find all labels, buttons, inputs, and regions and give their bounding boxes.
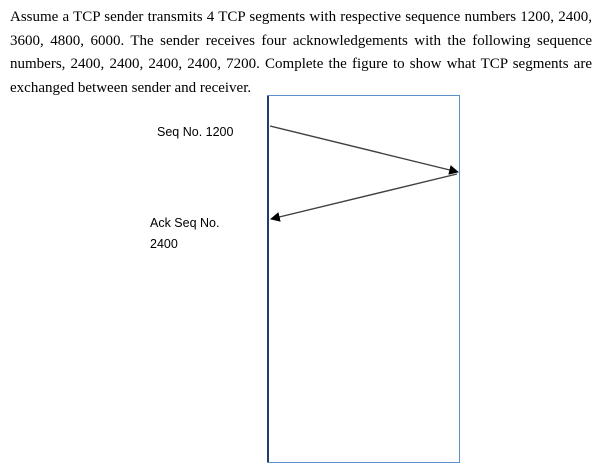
question-text: Assume a TCP sender transmits 4 TCP segm… — [10, 9, 592, 96]
ack-label-line1: Ack Seq No. — [150, 216, 219, 230]
ack-arrow — [270, 173, 458, 222]
segment-arrow — [269, 125, 459, 175]
timeline-box — [267, 95, 460, 463]
segment-label: Seq No. 1200 — [157, 125, 233, 139]
ack-label-line2: 2400 — [150, 237, 178, 251]
